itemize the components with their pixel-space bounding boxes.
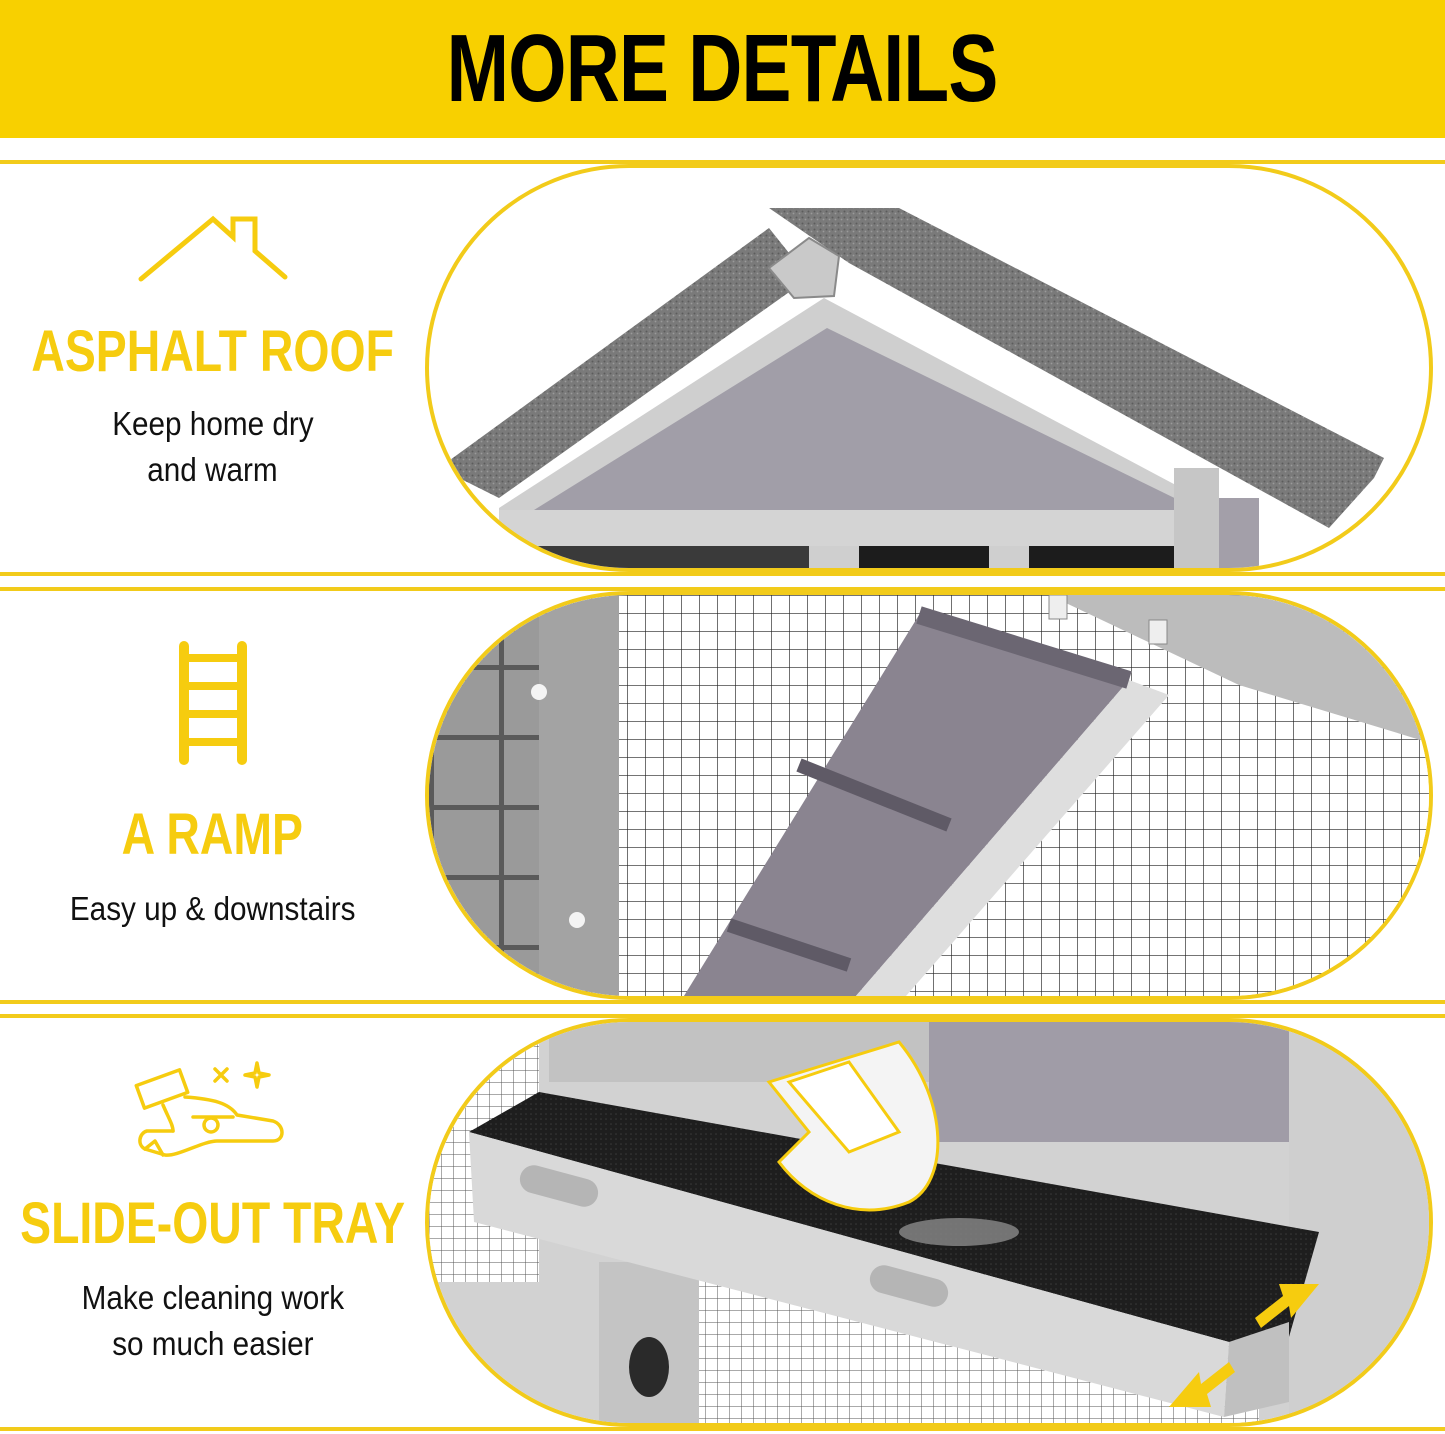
divider <box>0 1427 1445 1431</box>
feature-description: Easy up & downstairs <box>69 889 356 927</box>
divider <box>0 1014 1445 1018</box>
feature-text-block: ASPHALT ROOF Keep home dry and warm <box>0 164 425 572</box>
feature-title: SLIDE-OUT TRAY <box>20 1190 405 1256</box>
feature-description: and warm <box>147 451 278 488</box>
feature-title: ASPHALT ROOF <box>31 319 394 384</box>
divider <box>0 160 1445 164</box>
feature-text-block: A RAMP Easy up & downstairs <box>0 591 425 1000</box>
hand-wiping-icon <box>133 1059 293 1165</box>
divider <box>0 587 1445 591</box>
feature-description: Make cleaning work <box>81 1278 344 1316</box>
divider <box>0 572 1445 576</box>
ramp-photo <box>425 591 1433 1000</box>
asphalt-roof-photo <box>425 164 1433 572</box>
feature-row-ramp: A RAMP Easy up & downstairs <box>0 591 1445 1000</box>
page-title: MORE DETAILS <box>447 15 999 122</box>
feature-description: so much easier <box>111 1324 314 1362</box>
header-banner: MORE DETAILS <box>0 0 1445 138</box>
house-roof-icon <box>137 213 289 285</box>
ladder-icon <box>178 640 248 766</box>
feature-title: A RAMP <box>121 801 304 867</box>
feature-row-asphalt-roof: ASPHALT ROOF Keep home dry and warm <box>0 164 1445 572</box>
slide-out-tray-photo <box>425 1018 1433 1427</box>
feature-text-block: SLIDE-OUT TRAY Make cleaning work so muc… <box>0 1018 425 1427</box>
divider <box>0 1000 1445 1004</box>
feature-description: Keep home dry <box>111 405 314 442</box>
feature-row-slide-out-tray: SLIDE-OUT TRAY Make cleaning work so muc… <box>0 1018 1445 1427</box>
